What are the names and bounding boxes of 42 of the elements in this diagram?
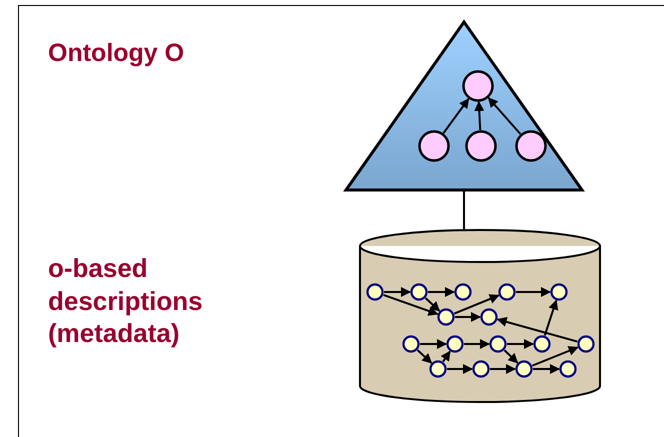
- arrow: [424, 297, 440, 312]
- arrow: [464, 339, 490, 349]
- metadata-node-circle: [550, 283, 568, 301]
- arrow: [488, 97, 522, 135]
- metadata-node-circle: [480, 308, 498, 326]
- metadata-node-circle: [577, 335, 595, 353]
- metadata-node-circle: [446, 335, 464, 353]
- metadata-node-circle: [429, 360, 447, 378]
- side-label: o-based descriptions (metadata): [48, 252, 204, 350]
- arrow: [420, 339, 447, 349]
- arrow: [440, 350, 451, 362]
- heading: Ontology O: [48, 38, 186, 69]
- arrow: [490, 364, 516, 374]
- metadata-node-circle: [410, 283, 428, 301]
- arrow: [416, 349, 432, 364]
- arrow: [504, 350, 518, 364]
- metadata-node-circle: [559, 360, 577, 378]
- metadata-node-circle: [366, 283, 384, 301]
- metadata-node-circle: [489, 335, 507, 353]
- arrow: [516, 287, 551, 297]
- metadata-node-circle: [515, 360, 533, 378]
- arrow: [428, 287, 455, 297]
- arrow: [474, 100, 484, 130]
- arrow: [533, 364, 560, 374]
- arrow: [455, 312, 481, 322]
- arrow: [532, 346, 579, 367]
- arrow: [447, 364, 473, 374]
- connector-line: [463, 191, 465, 231]
- arrow: [383, 294, 438, 316]
- arrow: [507, 339, 534, 349]
- metadata-node-circle: [472, 360, 490, 378]
- arrow: [384, 287, 411, 297]
- arrow: [544, 300, 558, 336]
- metadata-node-circle: [437, 308, 455, 326]
- metadata-node-circle: [454, 283, 472, 301]
- metadata-node-circle: [498, 283, 516, 301]
- ontology-triangle: [344, 20, 584, 192]
- arrow: [454, 294, 500, 315]
- metadata-node-circle: [402, 335, 420, 353]
- metadata-node-circle: [533, 335, 551, 353]
- arrow: [496, 317, 578, 343]
- arrow: [442, 98, 470, 134]
